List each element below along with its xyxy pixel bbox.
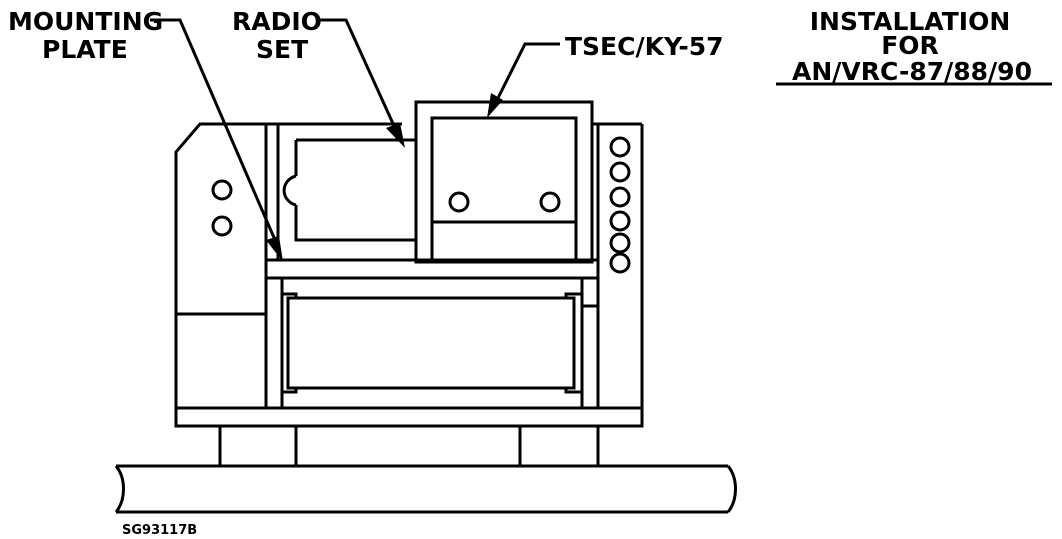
shelf-break-left: [114, 465, 125, 513]
bracket-hole-lower: [211, 215, 233, 237]
tsec-ky57-unit: [414, 100, 594, 264]
panel-hole-3: [609, 186, 631, 208]
panel-hole-2: [609, 161, 631, 183]
radio-set: [264, 122, 418, 260]
title-line3: AN/VRC-87/88/90: [792, 57, 1032, 86]
figure-id: SG93117B: [122, 523, 197, 538]
mounting-label-line1: MOUNTING: [8, 7, 163, 36]
tsec-hole-right: [539, 191, 561, 213]
title-line1: INSTALLATION: [810, 7, 1011, 36]
vehicle-shelf: [114, 464, 737, 514]
base-plate: [174, 406, 644, 428]
panel-hole-5: [609, 232, 631, 254]
radio-leader-arrowhead: [386, 123, 405, 148]
shock-mounts: [218, 426, 600, 466]
panel-hole-6: [609, 252, 631, 274]
radio-label-line1: RADIO: [232, 7, 322, 36]
lower-frame: [264, 276, 600, 410]
bracket-hole-upper: [211, 179, 233, 201]
connector-notch: [282, 174, 297, 207]
panel-hole-1: [609, 136, 631, 158]
shelf-break-right: [726, 465, 737, 513]
side-bracket: [174, 122, 268, 410]
title-line2: FOR: [881, 31, 939, 60]
mounting-leader-arrowhead: [266, 236, 283, 262]
tsec-leader-line: [496, 42, 560, 99]
tsec-leader-arrowhead: [487, 93, 503, 118]
mounting-label-line2: PLATE: [42, 35, 128, 64]
tsec-hole-left: [448, 191, 470, 213]
radio-label-line2: SET: [256, 35, 308, 64]
mounting-leader-line: [150, 18, 277, 241]
panel-hole-4: [609, 210, 631, 232]
radio-leader-line: [316, 18, 397, 129]
tsec-label: TSEC/KY-57: [565, 32, 724, 61]
